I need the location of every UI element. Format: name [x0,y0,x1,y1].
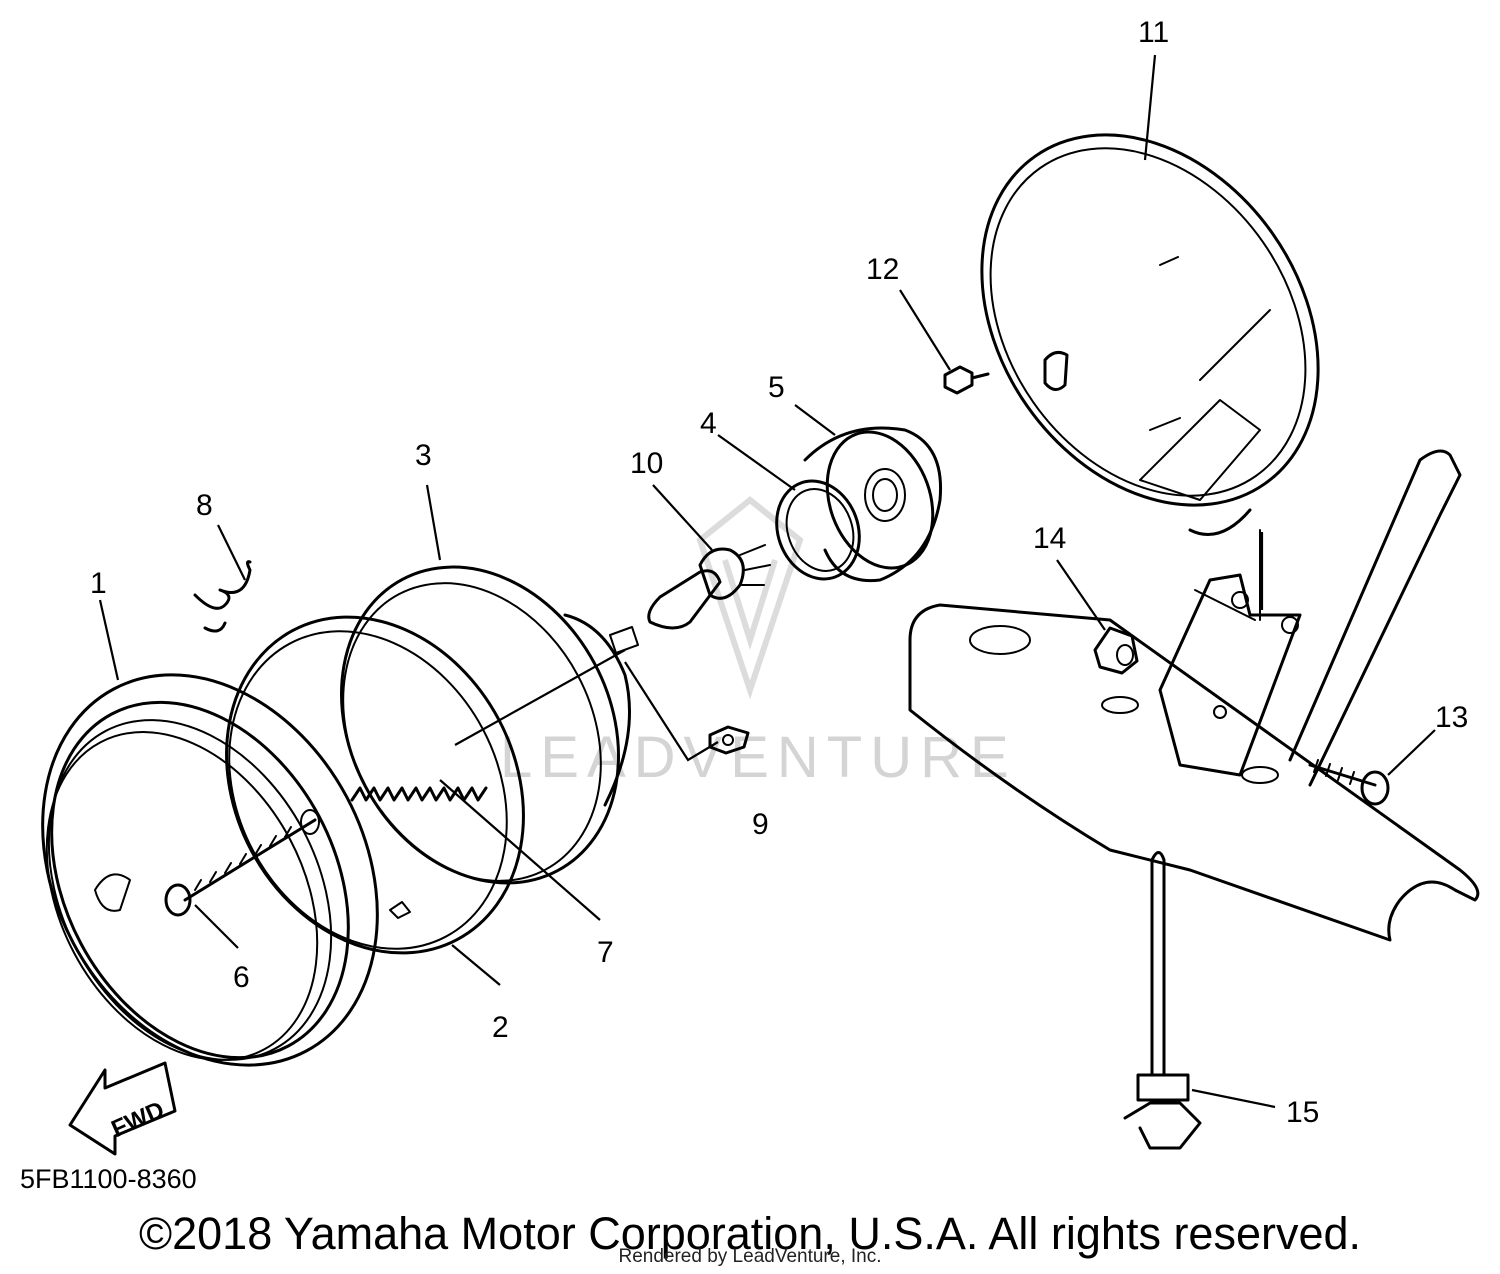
watermark-text: LEADVENTURE [500,725,1017,790]
headlight-unit[interactable] [288,518,672,931]
callout-15: 15 [1286,1096,1319,1129]
callout-6: 6 [233,961,250,994]
callout-12: 12 [866,253,899,286]
callout-13: 13 [1435,701,1468,734]
headlight-rim[interactable] [0,616,443,1124]
callout-7: 7 [597,936,614,969]
adjusting-screw[interactable] [164,809,320,917]
callout-5: 5 [768,371,785,404]
callout-14: 14 [1033,522,1066,555]
forward-arrow: FWD [68,1061,177,1156]
callout-labels: 1 2 3 4 5 6 7 8 9 10 11 12 13 14 15 [90,16,1468,1129]
leadventure-watermark: LEADVENTURE [500,496,1017,790]
headlight-body[interactable] [912,70,1387,570]
headlight-bulb[interactable] [647,544,771,630]
flange-nut[interactable] [1093,626,1139,675]
callout-10: 10 [630,447,663,480]
socket-cover[interactable] [803,417,951,583]
mounting-bolt-12[interactable] [943,365,990,395]
wire-clip[interactable] [193,560,252,633]
callout-3: 3 [415,439,432,472]
fwd-label: FWD [107,1096,168,1143]
diagram-id: 5FB1100-8360 [20,1164,197,1194]
rendered-by-notice: Rendered by LeadVenture, Inc. [618,1246,882,1267]
callout-2: 2 [492,1011,509,1044]
copyright-notice: ©2018 Yamaha Motor Corporation, U.S.A. A… [138,1208,1362,1259]
headlight-stay[interactable] [908,449,1480,942]
leader-lines [98,54,1436,1109]
bulb-cover-ring[interactable] [763,469,872,590]
callout-1: 1 [90,567,107,600]
mounting-bolt-13[interactable] [1308,759,1390,806]
callout-8: 8 [196,489,213,522]
callout-11: 11 [1138,16,1169,49]
spring[interactable] [350,786,488,802]
cable-tie[interactable] [1123,851,1202,1150]
callout-9: 9 [752,808,769,841]
callout-4: 4 [700,407,717,440]
